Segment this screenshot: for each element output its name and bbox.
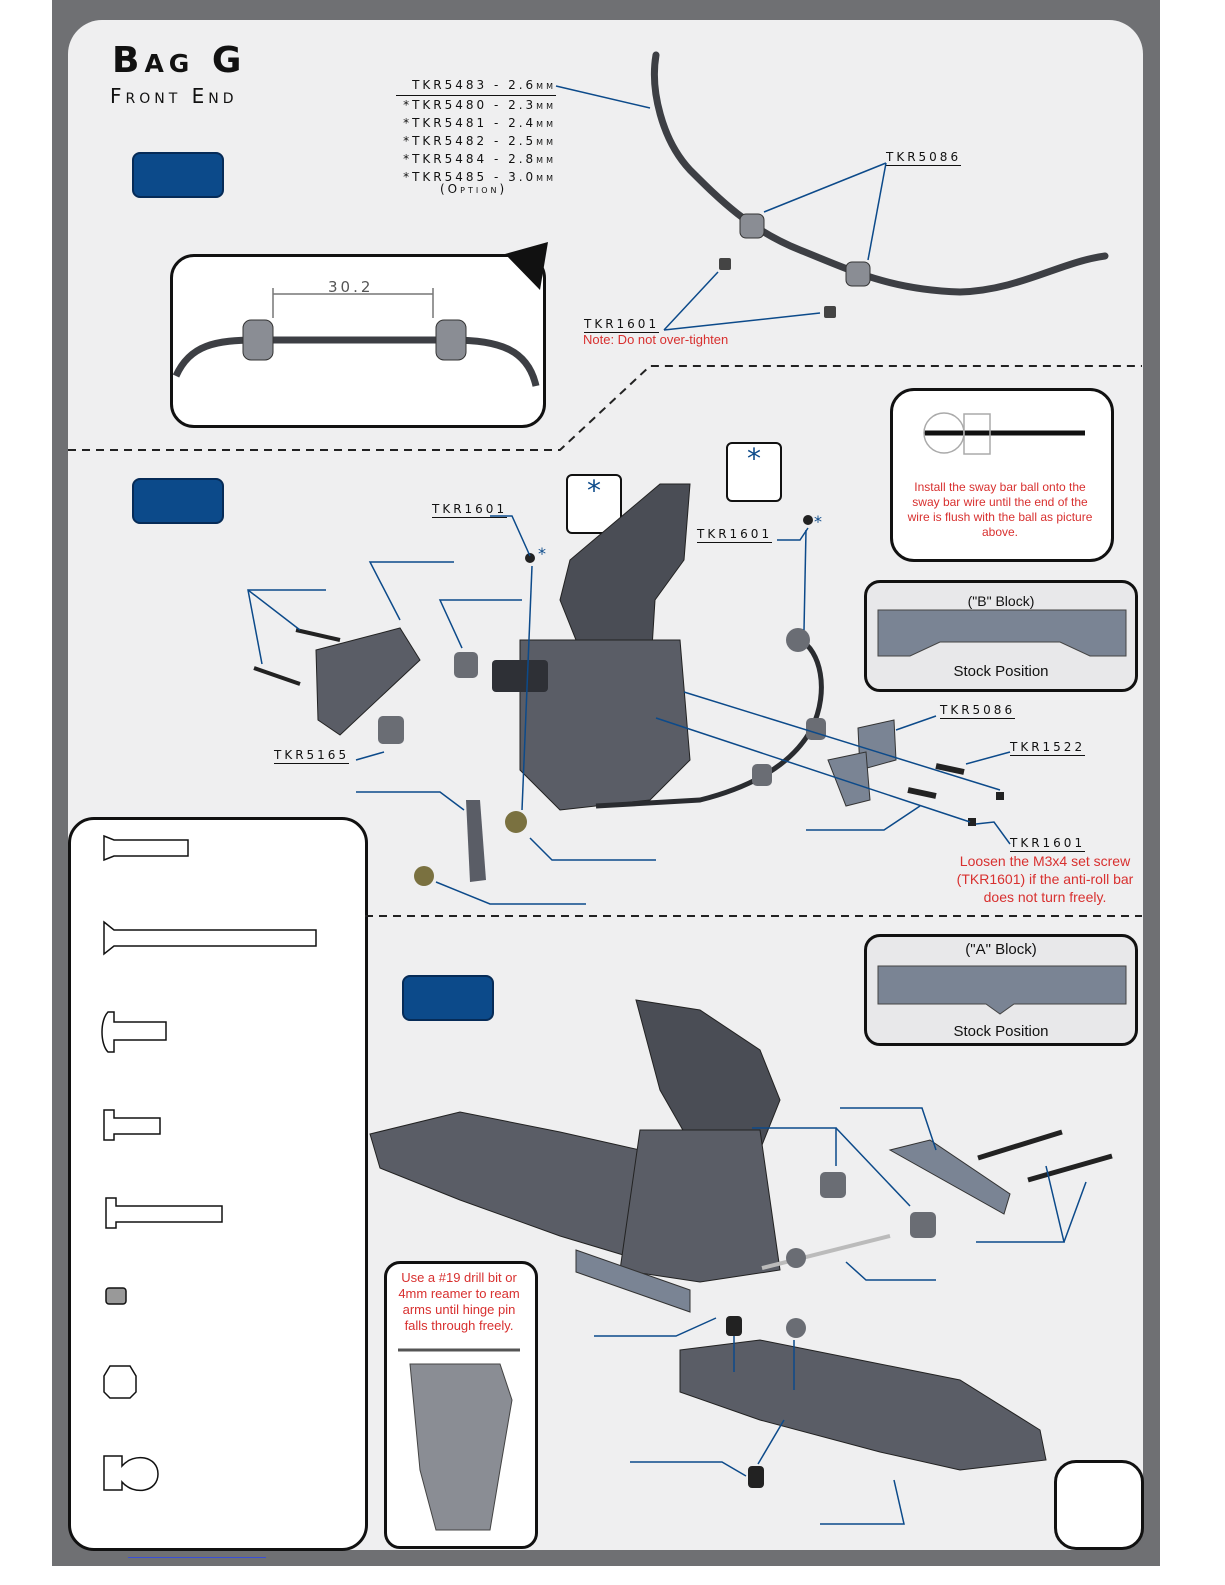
leader-lines-step3 (594, 1107, 1087, 1525)
sway-bar-option: *TKR5485 - 3.0mm (403, 170, 556, 184)
section-divider-1 (68, 365, 1142, 451)
long-flat-head-screw-icon (103, 920, 317, 956)
tkr5165-label: TKR5165 (274, 748, 350, 764)
set-screw-note: Note: Do not over-tighten (583, 332, 729, 347)
set-screw-icon (968, 818, 976, 826)
drive-cup (492, 660, 548, 692)
set-screw-label: TKR1601 (584, 317, 660, 333)
sway-bar-option-note: (Option) (440, 182, 508, 196)
block-a-shape (877, 965, 1127, 1015)
flat-head-screw-icon (103, 834, 189, 862)
bushing-part (820, 1172, 846, 1198)
nut-icon (103, 1365, 137, 1399)
ball-stud-icon (103, 1455, 159, 1492)
arm-link (466, 800, 486, 882)
sway-mount-bushing (752, 764, 772, 786)
screw-part (907, 787, 937, 799)
asterisk-mark-right: * (814, 512, 822, 531)
tkr1601-left-label: TKR1601 (432, 502, 508, 518)
leader-lines-step1 (555, 85, 887, 331)
step-3-badge (402, 975, 494, 1021)
ball-part (505, 811, 527, 833)
hinge-pin-shaft (761, 1234, 891, 1270)
sway-mount-bushing (739, 213, 765, 239)
set-screw-icon (719, 258, 731, 270)
gearbox-step3 (619, 1129, 781, 1283)
cap-screw-icon (103, 1109, 161, 1141)
set-screw-icon (824, 306, 836, 318)
sway-bar-option-list: TKR5483 - 2.6mm *TKR5480 - 2.3mm *TKR548… (396, 76, 556, 186)
steering-link (315, 627, 421, 736)
screw-part (935, 763, 965, 775)
tkr1522-label: TKR1522 (1010, 740, 1086, 756)
screw-part (726, 1316, 742, 1336)
sway-bar-option: *TKR5484 - 2.8mm (403, 152, 556, 166)
ball-part (414, 866, 434, 886)
hinge-pin (1027, 1153, 1113, 1183)
detail-arrow-icon (505, 242, 548, 290)
sway-mount-bushing (845, 261, 871, 287)
long-cap-screw-icon (105, 1197, 223, 1229)
sway-bar-option: *TKR5481 - 2.4mm (403, 116, 556, 130)
gearbox-housing (519, 639, 691, 811)
ream-note: Use a #19 drill bit or 4mm reamer to rea… (398, 1270, 520, 1333)
block-a-position: Stock Position (953, 1023, 1049, 1040)
sway-bar-wire (650, 51, 1109, 296)
hardware-legend-icons (101, 834, 317, 1492)
set-screw-icon (996, 792, 1004, 800)
arm-mount-block (575, 1249, 691, 1313)
sway-bar-option: *TKR5480 - 2.3mm (403, 98, 556, 112)
sway-mount-bushing (806, 718, 826, 740)
sway-bar-option: TKR5483 - 2.6mm (396, 76, 556, 96)
detail-bushing (435, 319, 467, 361)
loosen-note: Loosen the M3x4 set screw (TKR1601) if t… (956, 853, 1134, 905)
sway-mount-block (827, 751, 871, 807)
hinge-pin (977, 1129, 1063, 1161)
set-screw-icon (105, 1287, 127, 1305)
sway-bar-option: *TKR5482 - 2.5mm (403, 134, 556, 148)
block-b-label: ("B" Block) (967, 593, 1035, 609)
bushing-part (910, 1212, 936, 1238)
step-2-badge (132, 478, 224, 524)
hinge-block-part (888, 1139, 1011, 1215)
shock-tower-step3 (635, 999, 781, 1161)
tkr1601-right-label: TKR1601 (697, 527, 773, 543)
bushing-part (378, 716, 404, 744)
screw-part (253, 666, 301, 686)
set-screw-icon (803, 515, 813, 525)
arm-detail (409, 1363, 513, 1531)
dimension-line (272, 288, 434, 318)
page-title: Bag G (112, 40, 247, 81)
bushing-part (454, 652, 478, 678)
set-screw-icon (525, 553, 535, 563)
screw-part (295, 628, 341, 642)
tkr5086-label: TKR5086 (940, 703, 1016, 719)
ball-shank-outline (963, 413, 991, 455)
block-b-shape (877, 609, 1127, 657)
leader-lines-step2 (247, 515, 1011, 905)
block-b-position: Stock Position (953, 663, 1049, 680)
asterisk-callout-right: * (726, 442, 782, 502)
ball-install-note: Install the sway bar ball onto the sway … (907, 480, 1093, 539)
dimension-value: 30.2 (328, 278, 374, 296)
step-1-badge (132, 152, 224, 198)
detail-bushing (242, 319, 274, 361)
screw-part (748, 1466, 764, 1488)
ball-end (786, 1318, 806, 1338)
footer-link-line (128, 1557, 266, 1558)
ball-end (786, 628, 810, 652)
page-subtitle: Front End (110, 84, 238, 108)
detail-wire (172, 336, 540, 387)
asterisk-mark-left: * (538, 544, 546, 563)
tkr1601-bottom-label: TKR1601 (1010, 836, 1086, 852)
sway-mount-label: TKR5086 (886, 150, 962, 166)
ball-install-box (890, 388, 1114, 562)
button-head-screw-icon (101, 1011, 167, 1053)
block-a-label: ("A" Block) (965, 941, 1037, 958)
ball-end (786, 1248, 806, 1268)
page-number-box (1054, 1460, 1144, 1550)
front-arm-lower (679, 1339, 1047, 1471)
